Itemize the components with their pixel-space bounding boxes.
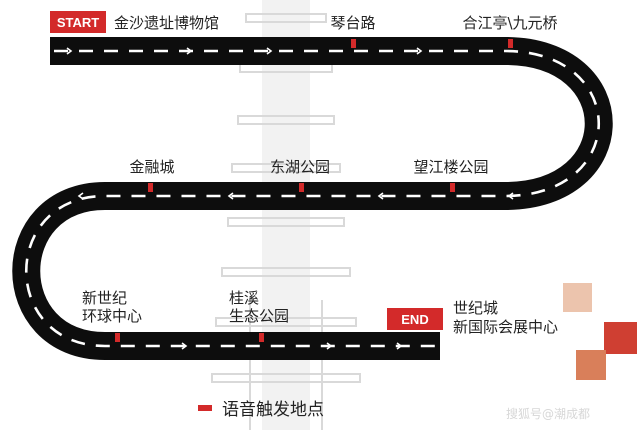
legend-marker-icon xyxy=(198,405,212,411)
legend-label: 语音触发地点 xyxy=(222,400,324,420)
stop-label-guixi-line2: 生态公园 xyxy=(229,307,289,325)
decorative-tile xyxy=(604,322,637,354)
voice-trigger-marker xyxy=(259,333,264,342)
direction-arrow-icon xyxy=(507,192,514,200)
voice-trigger-marker xyxy=(508,39,513,48)
direction-arrow-icon xyxy=(326,342,333,350)
end-label: END xyxy=(401,312,428,327)
voice-trigger-marker xyxy=(450,183,455,192)
voice-trigger-marker xyxy=(351,39,356,48)
direction-arrow-icon xyxy=(377,192,384,200)
direction-arrow-icon xyxy=(181,342,188,350)
voice-trigger-marker xyxy=(299,183,304,192)
direction-arrow-icon xyxy=(266,47,273,55)
decorative-tile xyxy=(563,283,592,312)
decorative-tile xyxy=(576,350,606,380)
voice-trigger-marker xyxy=(115,333,120,342)
stop-label-xinshiji-line2: 环球中心 xyxy=(82,307,142,325)
stop-label-shijicheng-line2: 新国际会展中心 xyxy=(453,318,558,336)
stop-label-jinsha: 金沙遗址博物馆 xyxy=(114,14,219,32)
stop-label-jinrong: 金融城 xyxy=(129,158,174,176)
voice-trigger-marker xyxy=(148,183,153,192)
start-badge: START xyxy=(50,11,106,33)
stop-label-hejiangting: 合江亭\九元桥 xyxy=(462,14,557,32)
direction-arrow-icon xyxy=(416,47,423,55)
direction-arrows xyxy=(66,47,514,350)
direction-arrow-icon xyxy=(77,192,84,200)
stop-label-guixi-line1: 桂溪 xyxy=(229,289,259,307)
stop-label-qintai: 琴台路 xyxy=(330,14,375,32)
start-label: START xyxy=(57,15,99,30)
end-badge: END xyxy=(387,308,443,330)
watermark: 搜狐号@潮成都 xyxy=(506,406,590,421)
direction-arrow-icon xyxy=(396,342,403,350)
direction-arrow-icon xyxy=(66,47,73,55)
stop-label-donghu: 东湖公园 xyxy=(270,158,330,176)
stop-label-shijicheng-line1: 世纪城 xyxy=(453,299,498,317)
direction-arrow-icon xyxy=(186,47,193,55)
route-center-dashes xyxy=(25,49,601,348)
stop-label-xinshiji-line1: 新世纪 xyxy=(82,289,127,307)
direction-arrow-icon xyxy=(227,192,234,200)
stop-label-wangjianglou: 望江楼公园 xyxy=(413,158,488,176)
